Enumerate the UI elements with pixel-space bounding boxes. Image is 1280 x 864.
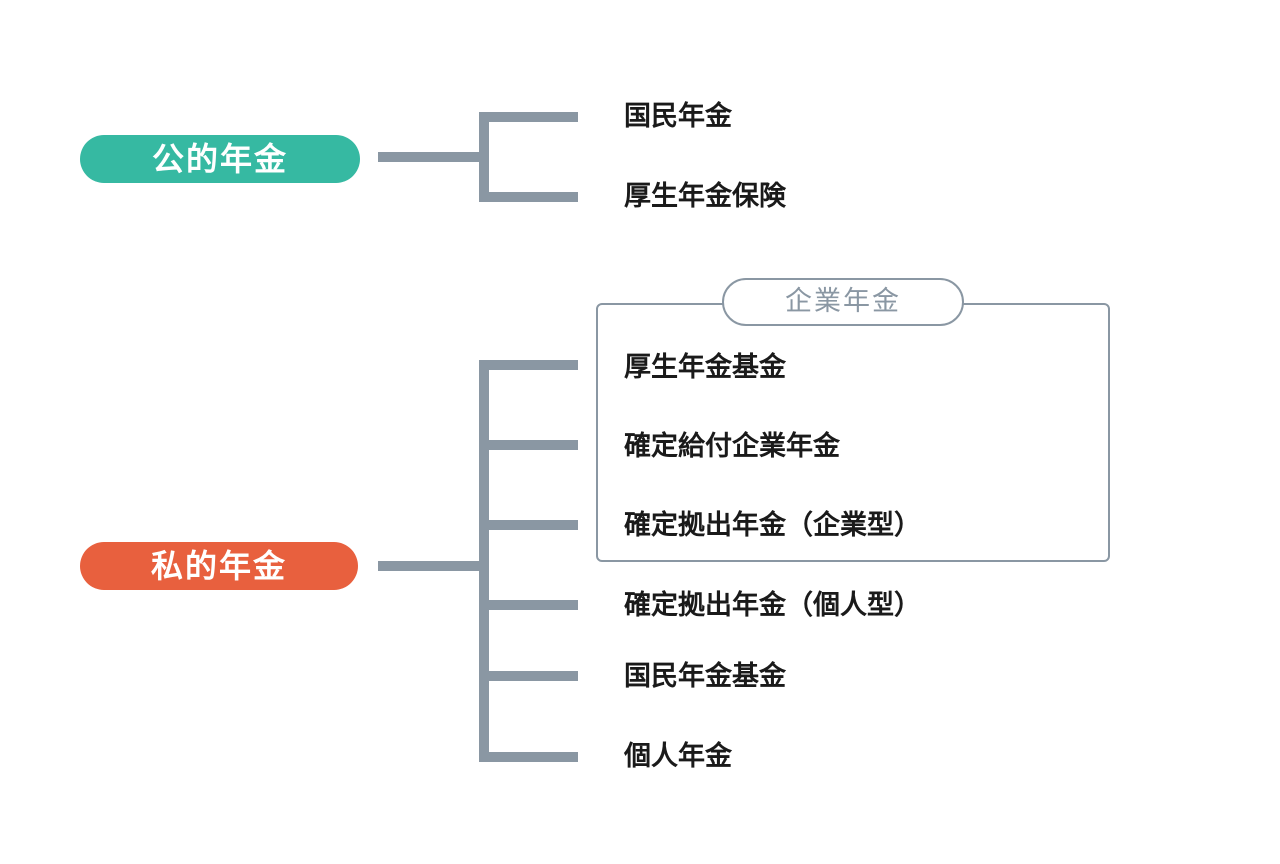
public-item-kokumin-nenkin: 国民年金	[624, 101, 732, 132]
public-connector-branch-1	[479, 112, 578, 122]
public-connector-stem	[378, 152, 486, 162]
private-connector-branch-4	[479, 600, 578, 610]
private-connector-branch-5	[479, 671, 578, 681]
private-item-kakutei-kyoshutsu-kojin: 確定拠出年金（個人型）	[624, 590, 921, 621]
public-pension-label: 公的年金	[80, 135, 360, 183]
private-connector-branch-6	[479, 752, 578, 762]
public-connector-branch-2	[479, 192, 578, 202]
corporate-pension-group-label: 企業年金	[722, 278, 964, 326]
private-item-kakutei-kyoshutsu-kigyou: 確定拠出年金（企業型）	[624, 510, 921, 541]
public-connector-spine	[479, 112, 489, 202]
private-connector-branch-2	[479, 440, 578, 450]
private-item-kakutei-kyufu: 確定給付企業年金	[624, 431, 840, 462]
public-item-kousei-nenkin-hoken: 厚生年金保険	[624, 181, 786, 212]
private-item-kojin-nenkin: 個人年金	[624, 741, 732, 772]
private-item-kokumin-nenkin-kikin: 国民年金基金	[624, 661, 786, 692]
private-item-kousei-nenkin-kikin: 厚生年金基金	[624, 352, 786, 383]
private-connector-stem	[378, 561, 486, 571]
private-connector-spine	[479, 360, 489, 762]
private-connector-branch-3	[479, 520, 578, 530]
private-pension-label: 私的年金	[80, 542, 358, 590]
private-connector-branch-1	[479, 360, 578, 370]
